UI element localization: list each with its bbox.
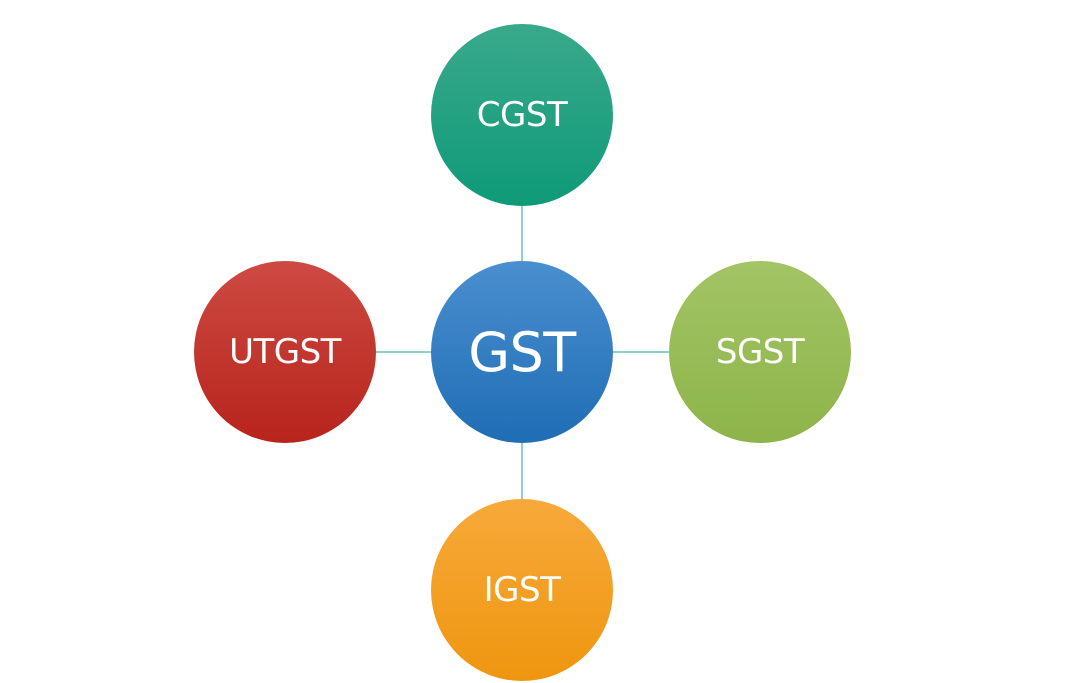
node-utgst: UTGST — [194, 261, 376, 443]
node-gst: GST — [431, 261, 613, 443]
node-igst: IGST — [431, 499, 613, 681]
node-utgst-label: UTGST — [229, 332, 341, 372]
node-cgst: CGST — [431, 24, 613, 206]
node-sgst: SGST — [669, 261, 851, 443]
node-sgst-label: SGST — [715, 332, 805, 372]
node-igst-label: IGST — [483, 570, 561, 610]
connector-right — [613, 351, 669, 353]
connector-bottom — [521, 443, 523, 499]
node-gst-label: GST — [468, 320, 576, 384]
connector-left — [376, 351, 432, 353]
node-cgst-label: CGST — [476, 95, 568, 135]
connector-top — [521, 206, 523, 262]
